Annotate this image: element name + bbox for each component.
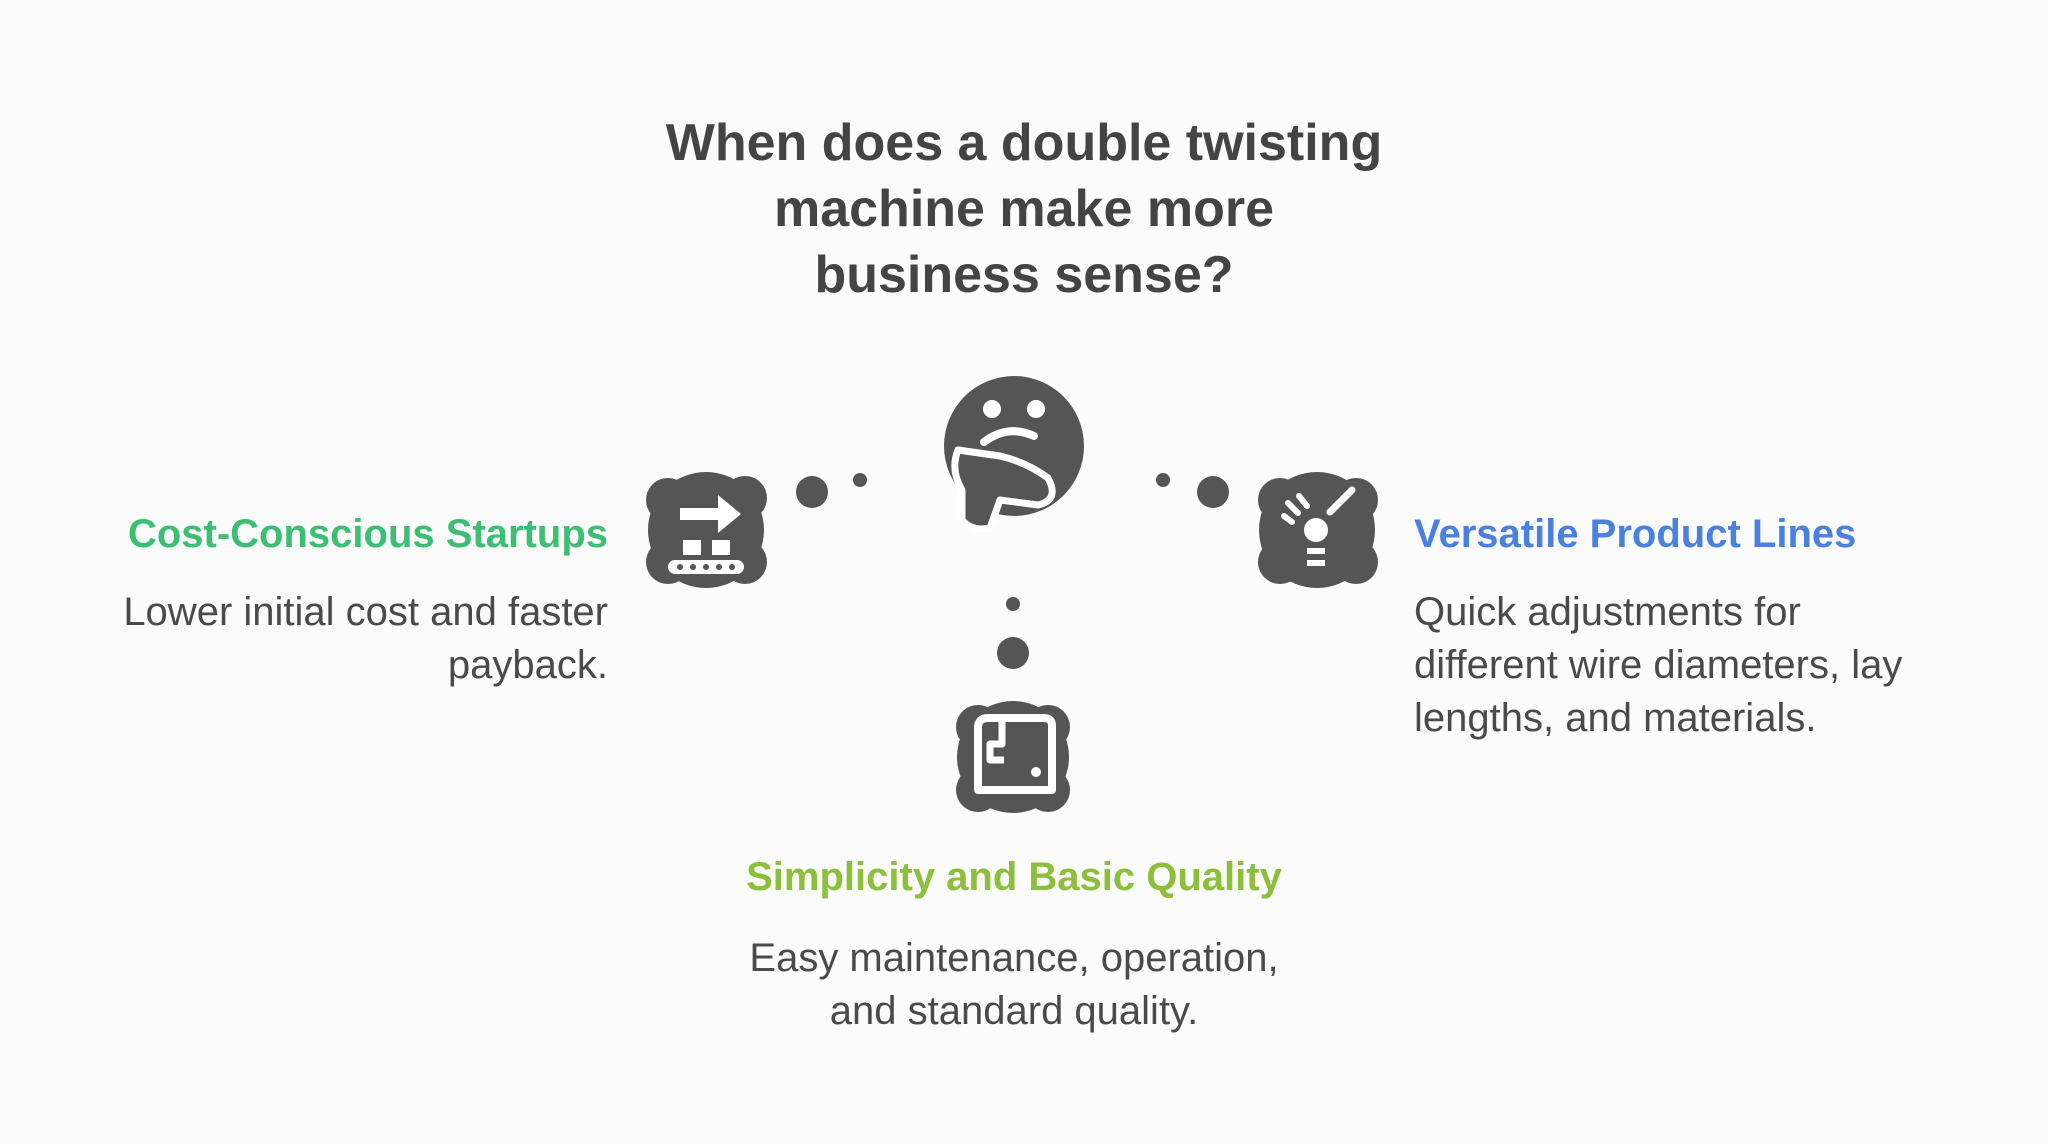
description-line: payback. xyxy=(447,643,608,687)
description-line: Lower initial cost and faster xyxy=(123,590,608,634)
connector-dot xyxy=(1006,597,1020,611)
option-left-heading: Cost-Conscious Startups xyxy=(127,512,608,556)
connector-dot xyxy=(796,476,828,508)
connector-dots xyxy=(796,473,1229,669)
connector-dot xyxy=(1197,476,1229,508)
option-bottom-description: Easy maintenance, operation, and standar… xyxy=(624,932,1404,1038)
sewing-machine-icon xyxy=(956,701,1070,813)
option-right-heading: Versatile Product Lines xyxy=(1414,512,1857,556)
connector-dot xyxy=(853,473,867,487)
title-line: business sense? xyxy=(814,246,1234,304)
lightbulb-spark-icon xyxy=(1258,472,1378,588)
connector-dot xyxy=(997,637,1029,669)
diagram-title: When does a double twisting machine make… xyxy=(574,110,1474,308)
description-line: lengths, and materials. xyxy=(1414,696,1817,740)
connector-dot xyxy=(1156,473,1170,487)
option-bottom-heading: Simplicity and Basic Quality xyxy=(746,855,1282,899)
description-line: Easy maintenance, operation, xyxy=(749,936,1279,980)
conveyor-arrow-icon xyxy=(646,472,767,588)
description-line: different wire diameters, lay xyxy=(1414,643,1903,687)
title-line: machine make more xyxy=(773,180,1275,238)
title-line: When does a double twisting xyxy=(665,114,1383,172)
option-right-description: Quick adjustments for different wire dia… xyxy=(1414,586,1902,745)
description-line: and standard quality. xyxy=(829,989,1199,1033)
description-line: Quick adjustments for xyxy=(1414,590,1801,634)
thinking-face-icon xyxy=(944,376,1084,533)
option-left-description: Lower initial cost and faster payback. xyxy=(123,586,608,692)
